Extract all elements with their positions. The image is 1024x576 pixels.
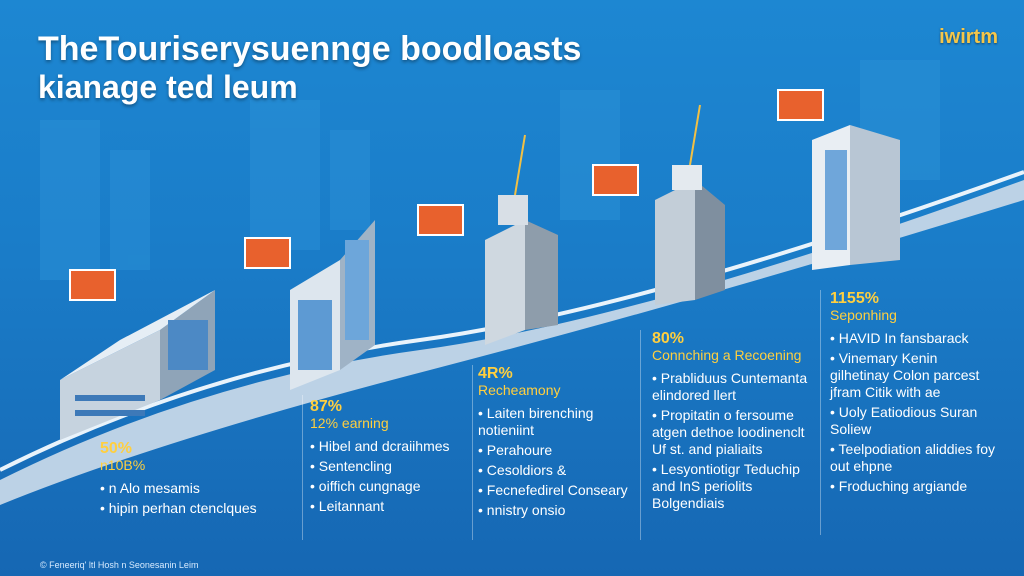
list-item: Froduching argiande [830,478,1000,495]
divider [302,395,303,540]
stage-1: 50% n10B% n Alo mesamis hipin perhan cte… [100,440,260,520]
stage-1-subtitle: n10B% [100,457,146,473]
building-3 [485,134,558,345]
building-1 [60,290,215,440]
stage-4-percent: 80% [652,330,685,347]
list-item: oiffich cungnage [310,478,460,495]
building-4 [655,104,725,305]
divider [820,290,821,535]
stage-2-subtitle: 12% earning [310,415,389,431]
list-item: Cesoldiors & [478,462,628,479]
list-item: Lesyontiotigr Teduchip and InS periolits… [652,461,812,512]
stage-5-percent: 1155% [830,290,879,307]
stage-3-subtitle: Recheamony [478,382,561,398]
list-item: Teelpodiation aliddies foy out ehpne [830,441,1000,475]
stage-3: 4R% Recheamony Laiten birenching notieni… [478,365,628,522]
page-title: TheTouriserysuennge boodloasts kianage t… [38,30,581,106]
list-item: Perahoure [478,442,628,459]
list-item: Vinemary Kenin gilhetinay Colon parcest … [830,350,1000,401]
list-item: Leitannant [310,498,460,515]
divider [640,330,641,540]
footer-credit: © Feneeriq' ltl Hosh n Seonesanin Leim [40,560,199,570]
building-5 [812,125,900,270]
stage-2: 87% 12% earning Hibel and dcraiihmes Sen… [310,398,460,518]
list-item: Fecnefedirel Conseary [478,482,628,499]
list-item: Prabliduus Cuntemanta elindored llert [652,370,812,404]
divider [472,365,473,540]
list-item: Uoly Eatiodious Suran Soliew [830,404,1000,438]
title-line2: kianage ted leum [38,69,298,105]
stage-5-subtitle: Seponhing [830,307,897,323]
list-item: Hibel and dcraiihmes [310,438,460,455]
stage-2-percent: 87% [310,398,343,415]
list-item: HAVID In fansbarack [830,330,1000,347]
stage-3-percent: 4R% [478,365,513,382]
list-item: hipin perhan ctenclques [100,500,260,517]
list-item: n Alo mesamis [100,480,260,497]
stage-4: 80% Connching a Recoening Prabliduus Cun… [652,330,812,515]
list-item: Sentencling [310,458,460,475]
stage-1-percent: 50% [100,440,133,457]
list-item: Propitatin o fersoume atgen dethoe loodi… [652,407,812,458]
brand-logo: iwirtm [939,26,998,48]
list-item: Laiten birenching notieniint [478,405,628,439]
stage-4-subtitle: Connching a Recoening [652,347,802,363]
list-item: nnistry onsio [478,502,628,519]
building-2 [290,220,375,390]
stage-5: 1155% Seponhing HAVID In fansbarack Vine… [830,290,1000,498]
title-line1: TheTouriserysuennge boodloasts [38,30,582,68]
